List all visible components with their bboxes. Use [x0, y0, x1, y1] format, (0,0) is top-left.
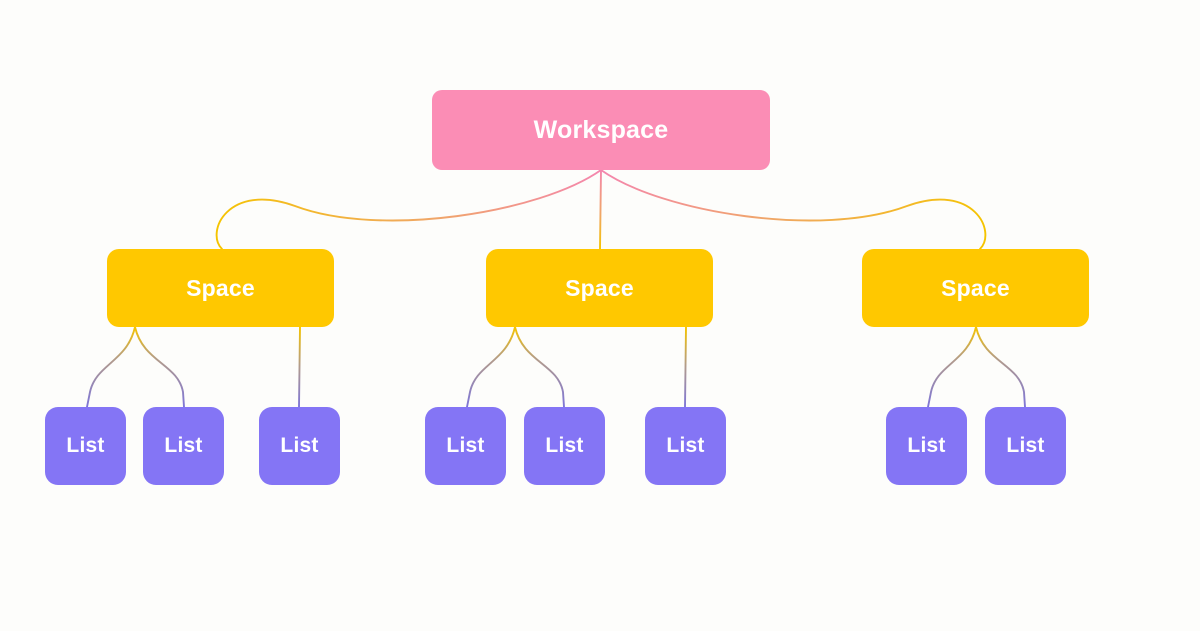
workspace-to-space-connector	[600, 169, 987, 250]
space-node[interactable]: Space	[486, 249, 713, 327]
list-node[interactable]: List	[259, 407, 340, 485]
list-node[interactable]: List	[143, 407, 224, 485]
list-node[interactable]: List	[886, 407, 967, 485]
space-to-list-connector	[466, 326, 516, 408]
list-node-label: List	[907, 434, 946, 457]
space-to-list-edges	[86, 326, 1026, 408]
list-node-label: List	[446, 434, 485, 457]
space-to-list-connector	[514, 326, 565, 408]
list-node-label: List	[164, 434, 203, 457]
list-node[interactable]: List	[425, 407, 506, 485]
workspace-to-space-connector	[215, 169, 602, 250]
workspace-to-space-edges	[215, 169, 987, 250]
space-node-label: Space	[941, 274, 1010, 301]
list-node[interactable]: List	[985, 407, 1066, 485]
list-node-label: List	[666, 434, 705, 457]
workspace-node-label: Workspace	[533, 115, 669, 144]
list-node-label: List	[1006, 434, 1045, 457]
space-to-list-connector	[86, 326, 136, 408]
list-node[interactable]: List	[45, 407, 126, 485]
space-node-label: Space	[186, 274, 255, 301]
list-node-label: List	[66, 434, 105, 457]
list-node-label: List	[280, 434, 319, 457]
space-to-list-connector	[975, 326, 1026, 408]
space-node-label: Space	[565, 274, 634, 301]
list-node[interactable]: List	[524, 407, 605, 485]
space-to-list-connector	[134, 326, 185, 408]
space-to-list-connector	[298, 326, 301, 408]
list-node[interactable]: List	[645, 407, 726, 485]
space-to-list-connector	[927, 326, 977, 408]
workspace-to-space-connector	[599, 169, 602, 250]
space-to-list-connector	[684, 326, 687, 408]
space-node[interactable]: Space	[862, 249, 1089, 327]
workspace-node[interactable]: Workspace	[432, 90, 770, 170]
list-node-label: List	[545, 434, 584, 457]
space-node[interactable]: Space	[107, 249, 334, 327]
